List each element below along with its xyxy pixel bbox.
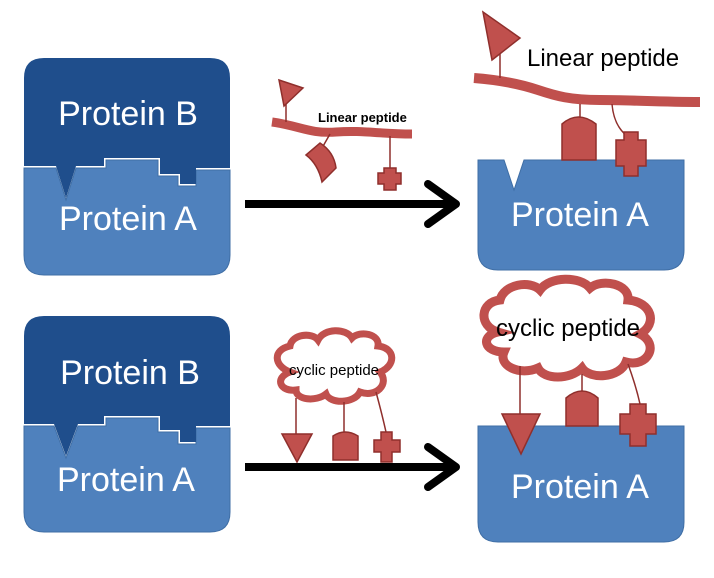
arrow-top: [245, 180, 460, 228]
protein-a-label: Protein A: [511, 468, 649, 506]
tether: [627, 363, 641, 405]
protein-b-top-left: [24, 58, 230, 198]
complex-top-left: Protein B Protein A: [23, 58, 231, 276]
cross-group: [373, 431, 401, 463]
protein-a-bottom-left: [23, 417, 231, 533]
half-cylinder-group: [332, 431, 359, 461]
peptide-cloud: [273, 327, 396, 405]
peptide-backbone: [473, 73, 701, 107]
cross-group: [615, 131, 647, 177]
peptide-backbone: [271, 117, 413, 139]
cross-group: [619, 403, 657, 447]
arrow-bottom: [245, 443, 460, 491]
complex-bottom-left: Protein B Protein A: [23, 316, 231, 533]
protein-b-label: Protein B: [60, 354, 200, 392]
peptide-cloud: [479, 274, 655, 382]
triangle-group: [278, 78, 305, 108]
cross-group: [377, 167, 402, 191]
triangle-group: [500, 413, 542, 456]
linear-peptide-label: Linear peptide: [527, 45, 679, 72]
tether: [375, 391, 387, 433]
arrowhead-icon: [424, 180, 460, 228]
linear-peptide-label: Linear peptide: [318, 110, 407, 125]
complex-top-right: Protein A Linear peptide: [473, 10, 701, 271]
protein-a-bottom-right: [477, 425, 685, 543]
linear-peptide-small: Linear peptide: [271, 78, 413, 191]
half-cylinder-group: [561, 116, 597, 161]
protein-b-label: Protein B: [58, 95, 198, 133]
triangle-group: [481, 10, 522, 62]
triangle-group: [280, 433, 314, 464]
cyclic-peptide-label: cyclic peptide: [496, 315, 640, 342]
cyclic-peptide-small: cyclic peptide: [273, 327, 401, 464]
protein-a-label: Protein A: [57, 461, 195, 499]
protein-a-top-left: [23, 159, 231, 276]
half-cylinder-group: [304, 142, 337, 184]
half-cylinder-group: [565, 390, 599, 427]
protein-a-label: Protein A: [511, 196, 649, 234]
complex-bottom-right: Protein A cyclic peptide: [477, 274, 685, 543]
arrowhead-icon: [424, 443, 460, 491]
cyclic-peptide-label: cyclic peptide: [289, 362, 379, 379]
protein-a-label: Protein A: [59, 200, 197, 238]
protein-a-top-right: [477, 159, 685, 271]
protein-b-bottom-left: [24, 316, 230, 456]
